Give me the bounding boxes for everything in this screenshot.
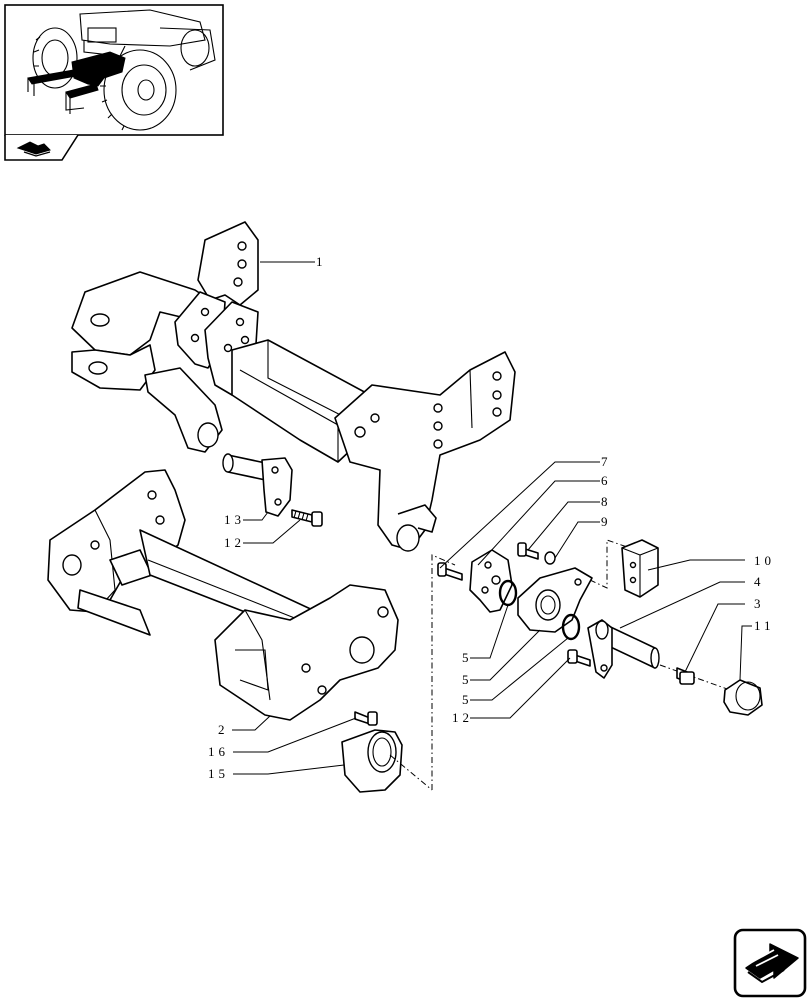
- callout-11: 10: [754, 553, 775, 568]
- book-icon: [16, 141, 51, 157]
- tractor-sketch-icon: [27, 9, 216, 131]
- part-5-o-ring-lower: [561, 613, 581, 641]
- callout-15: 15: [208, 766, 229, 781]
- callout-13a: 12: [224, 535, 245, 550]
- next-page-button[interactable]: [733, 928, 807, 998]
- callout-8: 7: [601, 454, 612, 469]
- callout-1: 1: [316, 254, 327, 269]
- part-6-flange: [517, 567, 593, 633]
- callout-6: 5: [462, 672, 473, 687]
- callout-5a: 5: [462, 650, 473, 665]
- callout-labels: 1 7 6 8 9 10 4 3 11 13 12 5 5 5 12 2 16 …: [208, 254, 775, 781]
- callout-7: 6: [601, 473, 612, 488]
- part-1-front-support: [71, 221, 516, 552]
- callout-10: 9: [601, 514, 612, 529]
- part-10-washer: [544, 551, 556, 565]
- callout-16: 16: [208, 744, 229, 759]
- callout-3: 3: [754, 596, 765, 611]
- callout-13b: 12: [452, 710, 473, 725]
- assembly-guide-line: [431, 554, 456, 790]
- callout-5b: 5: [462, 692, 473, 707]
- part-15-bushing: [341, 729, 403, 793]
- leader-lines: [232, 261, 752, 775]
- section-tab[interactable]: [4, 134, 79, 161]
- part-13-bolt-right: [567, 649, 591, 667]
- part-12-cap: [723, 679, 763, 716]
- assembly-guide-line: [659, 664, 731, 691]
- part-4-pin: [587, 619, 660, 679]
- part-2-axle-frame: [47, 469, 399, 721]
- part-13-bolt-left: [291, 509, 323, 527]
- part-16-bolt: [354, 711, 378, 726]
- callout-4: 4: [754, 574, 765, 589]
- assembly-guide-line: [589, 539, 631, 589]
- callout-2: 2: [218, 722, 229, 737]
- part-8-bolt: [437, 562, 463, 581]
- part-9-bolt: [517, 542, 539, 560]
- tractor-thumbnail[interactable]: [4, 4, 224, 136]
- part-14-pin: [222, 453, 293, 517]
- part-11-block: [621, 539, 659, 598]
- callout-12: 11: [754, 618, 775, 633]
- callout-9: 8: [601, 494, 612, 509]
- part-3-fitting: [676, 667, 695, 685]
- next-arrow-icon: [745, 943, 799, 984]
- callout-14: 13: [224, 512, 245, 527]
- assembly-guide-line: [389, 754, 433, 791]
